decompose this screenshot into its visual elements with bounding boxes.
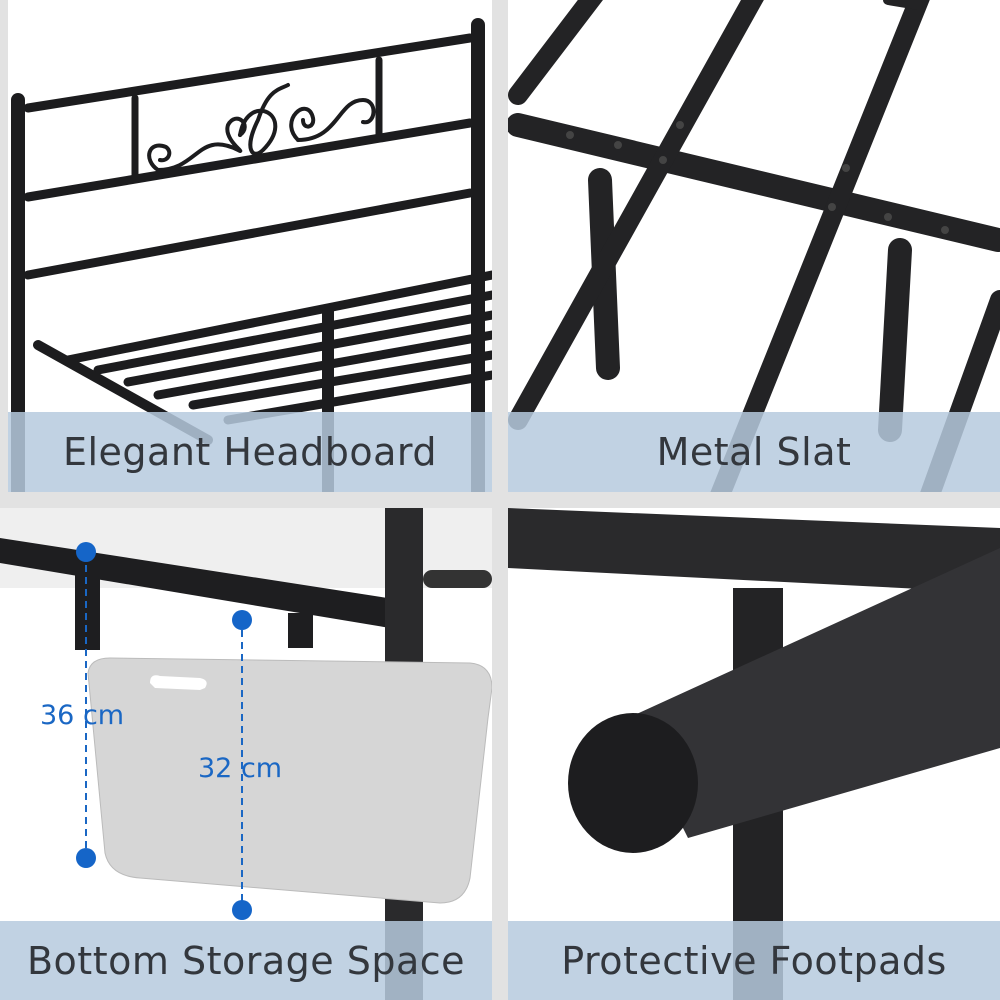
- dimension-label-32cm: 32 cm: [198, 753, 283, 784]
- dimension-label-36cm: 36 cm: [40, 700, 125, 731]
- caption-elegant-headboard: Elegant Headboard: [8, 412, 492, 492]
- footpad-illustration: [508, 508, 1000, 1000]
- footpad-cap: [568, 713, 698, 853]
- caption-bottom-storage-space: Bottom Storage Space: [0, 921, 492, 1000]
- storage-illustration: [0, 508, 492, 1000]
- panel-metal-slat: Metal Slat: [508, 0, 1000, 492]
- panel-elegant-headboard: Elegant Headboard: [8, 0, 492, 492]
- panel-bottom-storage-space: 36 cm 32 cm Bottom Storage Space: [0, 508, 492, 1000]
- headboard-illustration: [11, 18, 492, 492]
- caption-protective-footpads: Protective Footpads: [508, 921, 1000, 1000]
- panel-protective-footpads: Protective Footpads: [508, 508, 1000, 1000]
- caption-metal-slat: Metal Slat: [508, 412, 1000, 492]
